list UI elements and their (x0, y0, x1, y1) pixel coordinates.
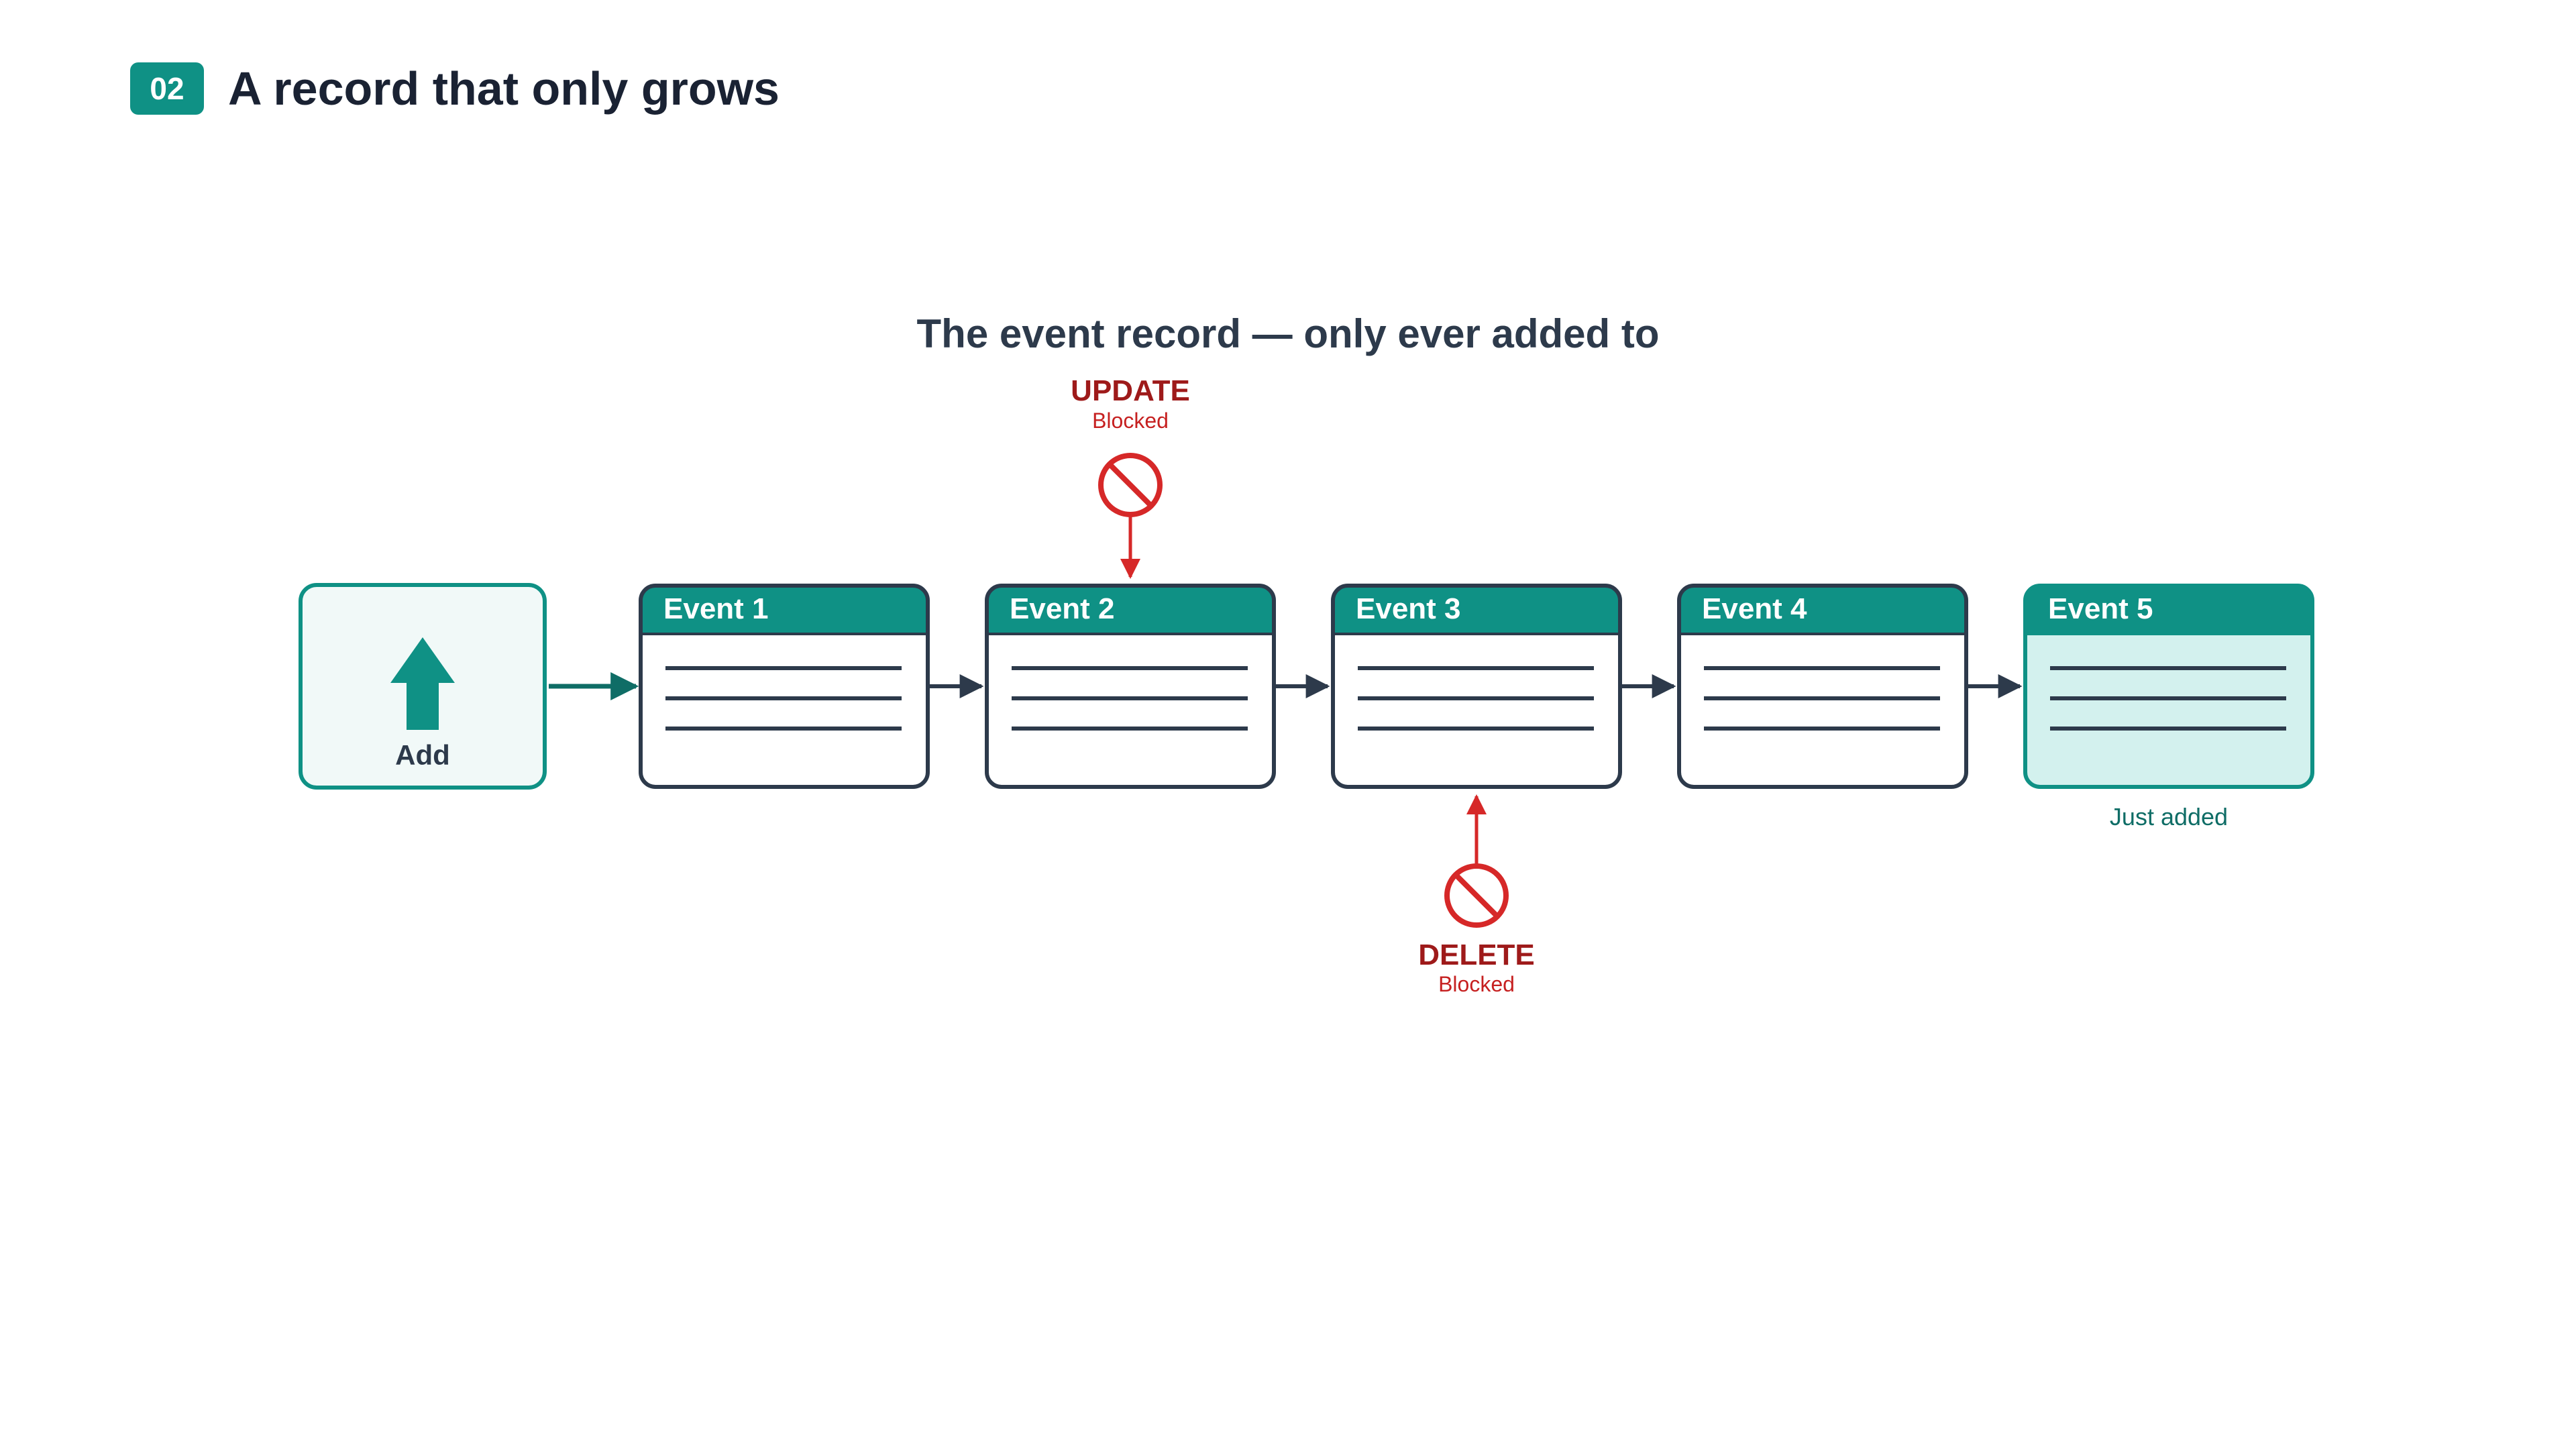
prohibited-icon (1098, 453, 1163, 517)
add-label: Add (395, 739, 450, 771)
page-title: A record that only grows (228, 62, 780, 115)
update-status: Blocked (1092, 409, 1169, 433)
update-blocked: UPDATE Blocked (1071, 374, 1190, 579)
event-card: Event 1 (639, 584, 930, 789)
delete-label: DELETE (1418, 938, 1535, 971)
delete-status: Blocked (1438, 972, 1515, 996)
event-card: Event 2 (985, 584, 1276, 789)
event-card-new: Event 5 (2023, 584, 2314, 789)
event-label: Event 4 (1702, 592, 1807, 625)
event-label: Event 5 (2048, 592, 2153, 625)
just-added-note: Just added (2110, 803, 2228, 830)
delete-blocked: DELETE Blocked (1418, 794, 1535, 996)
event-label: Event 3 (1356, 592, 1461, 625)
update-label: UPDATE (1071, 374, 1190, 407)
event-card: Event 3 (1331, 584, 1622, 789)
event-label: Event 2 (1010, 592, 1115, 625)
event-card: Event 4 (1677, 584, 1968, 789)
section-badge: 02 (130, 62, 204, 115)
diagram-title: The event record — only ever added to (917, 311, 1660, 356)
event-label: Event 1 (663, 592, 769, 625)
add-box: Add (299, 583, 547, 790)
arrow-up-icon (390, 637, 455, 730)
prohibited-icon (1444, 863, 1509, 928)
